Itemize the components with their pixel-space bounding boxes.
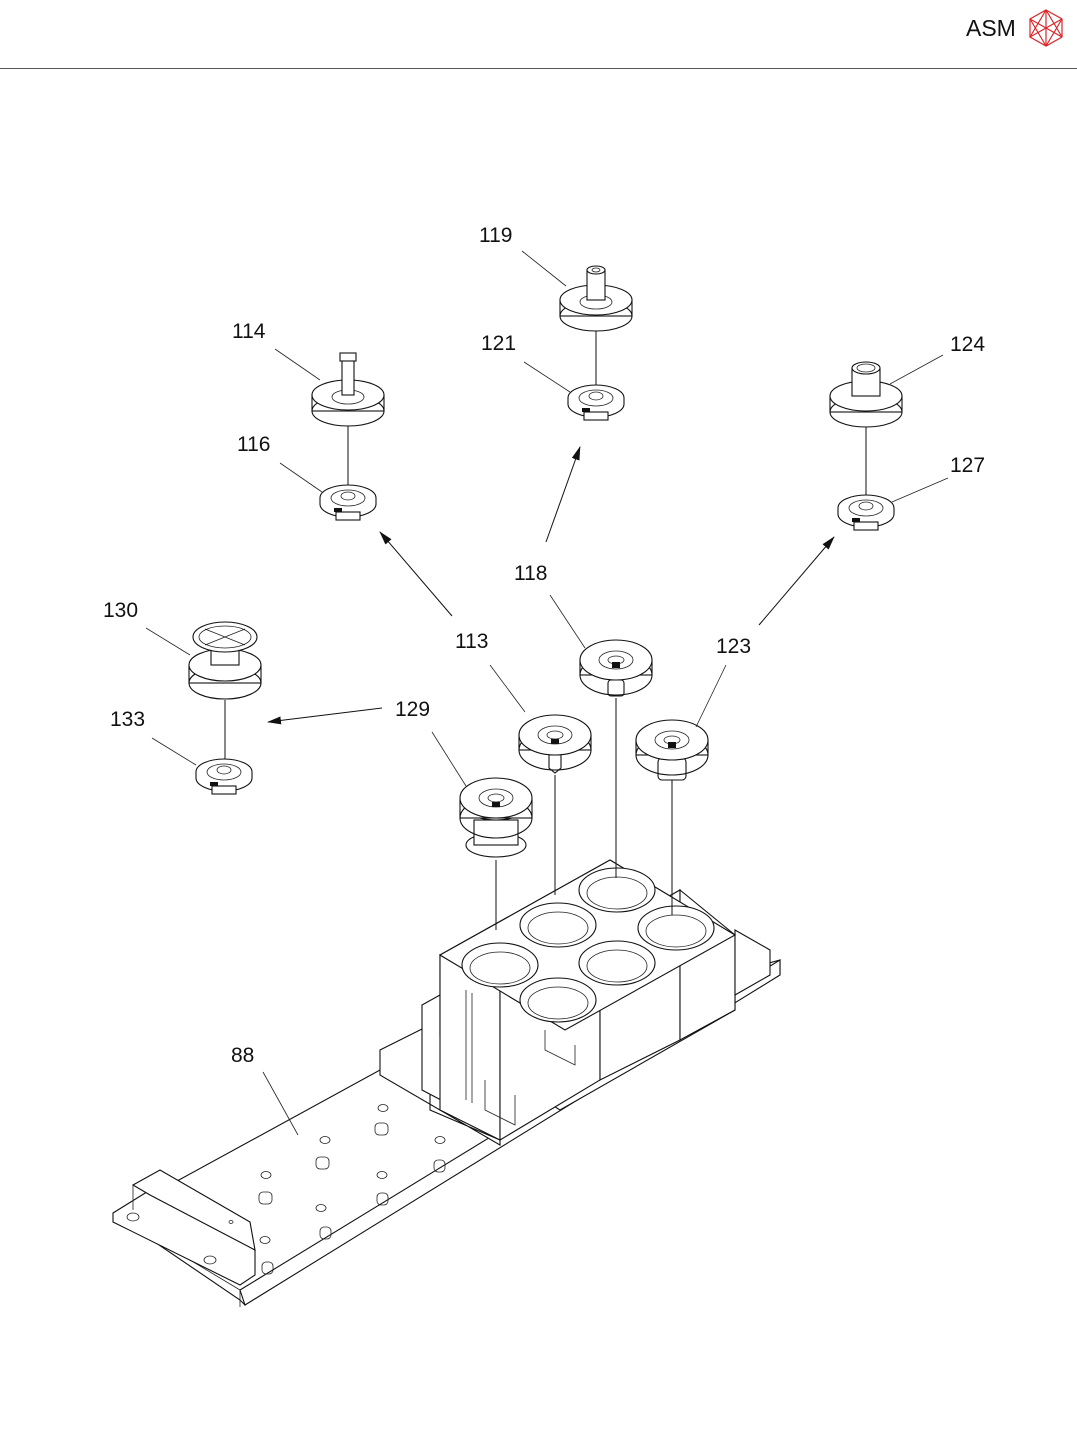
- explosion-arrows: [267, 446, 835, 725]
- holder-pockets: [461, 867, 715, 1023]
- part-130: [188, 621, 262, 700]
- part-133: [195, 758, 253, 795]
- part-114: [311, 352, 385, 427]
- part-119: [559, 265, 633, 332]
- callout-129: 129: [395, 698, 430, 721]
- callout-118: 118: [514, 562, 547, 585]
- part-124: [829, 361, 903, 428]
- callout-114: 114: [232, 320, 266, 343]
- nozzle-118: [579, 639, 653, 697]
- nozzle-123: [635, 719, 709, 781]
- brand-name: ASM: [966, 15, 1016, 41]
- callout-labels: 88 113 114 116 118 119 121 123 124 127 1…: [103, 224, 985, 1067]
- nozzle-113: [518, 714, 592, 774]
- callout-124: 124: [950, 333, 985, 356]
- nozzle-holder-block: [379, 859, 771, 1146]
- part-116: [319, 484, 377, 521]
- callout-123: 123: [716, 635, 751, 658]
- leader-lines: [145, 250, 949, 1136]
- callout-119: 119: [479, 224, 512, 247]
- callout-130: 130: [103, 599, 138, 622]
- part-127: [837, 494, 895, 531]
- callout-133: 133: [110, 708, 145, 731]
- asm-cube-logo-icon: [1029, 9, 1063, 47]
- callout-116: 116: [237, 433, 270, 456]
- part-121: [567, 384, 625, 421]
- plate-holes: [258, 1104, 446, 1275]
- callout-127: 127: [950, 454, 985, 477]
- header-divider: [0, 68, 1077, 69]
- nozzle-129: [459, 777, 533, 858]
- callout-88: 88: [231, 1044, 254, 1067]
- callout-121: 121: [481, 332, 516, 355]
- page-header: ASM: [0, 0, 1077, 70]
- callout-113: 113: [455, 630, 488, 653]
